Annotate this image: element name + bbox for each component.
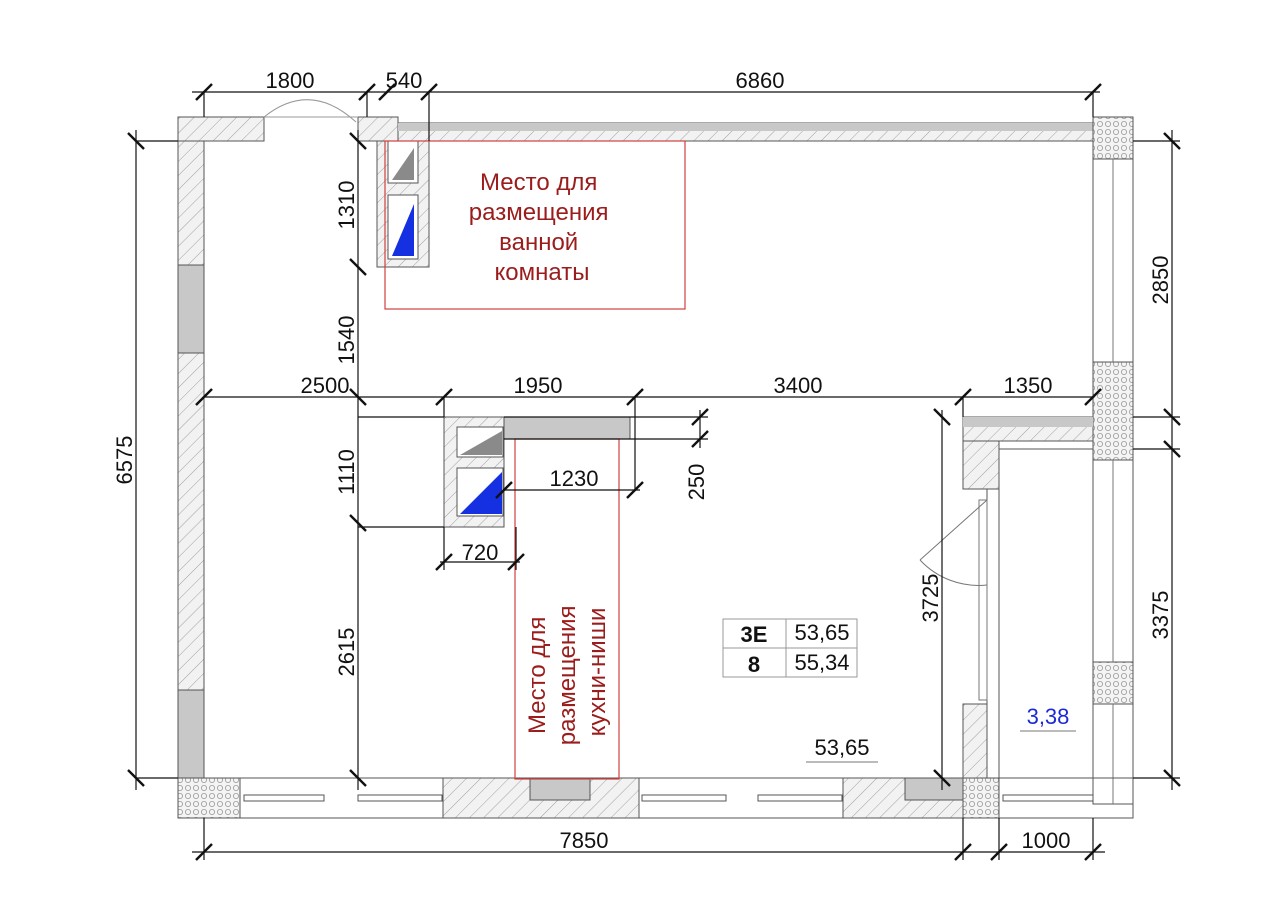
bottom-windows [243, 794, 1094, 802]
area-living: 53,65 [794, 620, 849, 645]
dim-1110: 1110 [334, 449, 359, 495]
dim-1000: 1000 [1022, 828, 1071, 853]
dim-6575: 6575 [112, 436, 137, 485]
top-left-wall [177, 116, 265, 142]
area-total: 55,34 [794, 650, 849, 675]
bathroom-fixture-icon [392, 204, 414, 256]
dim-1350: 1350 [1004, 373, 1053, 398]
floor-number: 8 [748, 652, 760, 677]
dim-1540: 1540 [334, 316, 359, 365]
dim-3375: 3375 [1148, 591, 1173, 640]
dim-1230: 1230 [550, 466, 599, 491]
dim-720: 720 [462, 540, 499, 565]
left-column-upper [177, 264, 205, 354]
dim-6860: 6860 [736, 68, 785, 93]
kitchen-fixture-icon [460, 472, 502, 514]
balcony-door [978, 499, 988, 701]
walls [177, 116, 1134, 819]
dimension-lines [127, 83, 1181, 861]
dim-540: 540 [386, 68, 423, 93]
dim-2850: 2850 [1148, 256, 1173, 305]
top-wall-core [398, 123, 1093, 131]
dim-1310: 1310 [334, 181, 359, 230]
dim-7850: 7850 [560, 828, 609, 853]
bathroom-zone [384, 140, 686, 310]
bathroom-zone-label: Место для размещения ванной комнаты [469, 169, 615, 286]
area-table: 3E 8 53,65 55,34 [722, 618, 858, 678]
dimension-labels: 1800 540 6860 6575 1310 1540 1110 2615 2… [112, 68, 1173, 853]
right-wall-mid [1092, 361, 1134, 461]
dim-250: 250 [684, 464, 709, 501]
balcony-area: 3,38 [1027, 704, 1070, 729]
top-door-jamb [357, 116, 399, 142]
balcony-wall-upper [962, 440, 1000, 490]
dim-3725: 3725 [918, 574, 943, 623]
dim-1800: 1800 [266, 68, 315, 93]
apartment-type: 3E [741, 622, 768, 647]
dim-2500: 2500 [301, 373, 350, 398]
left-column-lower [177, 689, 205, 779]
balcony-wall-lower [962, 703, 988, 779]
dim-1950: 1950 [514, 373, 563, 398]
room-area: 53,65 [814, 735, 869, 760]
dim-2615: 2615 [334, 628, 359, 677]
dim-3400: 3400 [774, 373, 823, 398]
utility-shafts [376, 140, 631, 528]
kitchen-zone-label: Место для размещения кухни-ниши [524, 599, 611, 745]
right-wall-top [1092, 116, 1134, 160]
right-wall-lower [1092, 661, 1134, 705]
